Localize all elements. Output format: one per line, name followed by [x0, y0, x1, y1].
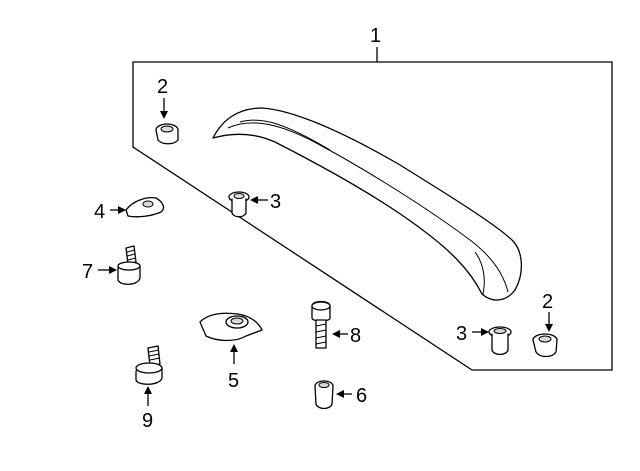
arrowhead-5: [230, 344, 238, 352]
callout-7: 7: [82, 261, 93, 283]
callout-8: 8: [350, 325, 361, 347]
bolt-9: [135, 345, 163, 385]
bracket-4: [125, 196, 165, 218]
callout-6: 6: [356, 385, 367, 407]
arrowhead-3-mid: [250, 196, 258, 204]
grommet-right: [532, 333, 558, 358]
callout-9: 9: [142, 410, 153, 432]
arrowhead-9: [144, 386, 152, 394]
arrowhead-4: [118, 206, 126, 214]
arrowhead-3-right: [481, 328, 489, 336]
arrowhead-6: [336, 390, 344, 398]
callout-5: 5: [228, 370, 239, 392]
clip-right: [488, 326, 512, 356]
bolt-7: [117, 245, 141, 285]
grommet-top: [155, 123, 179, 145]
arrowhead-7: [109, 266, 117, 274]
clip-mid: [228, 191, 250, 218]
arrowhead-2-right: [545, 324, 553, 332]
bolt-8: [311, 300, 331, 349]
bracket-5: [199, 312, 263, 342]
arrowhead-8: [332, 330, 340, 338]
callout-2-top: 2: [157, 76, 168, 98]
arrowhead-2-top: [160, 111, 168, 119]
rear-spoiler: [212, 107, 523, 301]
callout-3-mid: 3: [270, 191, 281, 213]
callout-4: 4: [94, 201, 105, 223]
callout-3-right: 3: [456, 323, 467, 345]
nut-6: [314, 380, 334, 410]
callout-1: 1: [370, 25, 381, 47]
callout-2-right: 2: [542, 291, 553, 313]
assembly-panel: [132, 61, 613, 371]
